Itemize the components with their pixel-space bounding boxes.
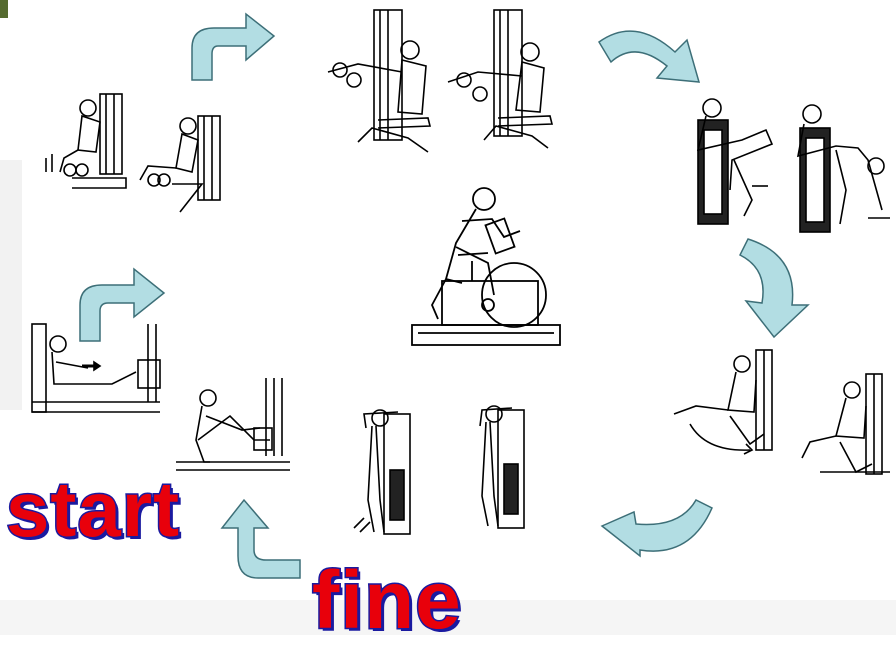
exercise-machine-illustration [344, 400, 534, 540]
stationary-bike-illustration [402, 183, 572, 353]
exercise-machine-illustration [170, 370, 298, 478]
curved-arrow-icon [738, 235, 818, 340]
curved-arrow-icon [218, 498, 303, 580]
curved-arrow-icon [188, 10, 278, 85]
curved-arrow-icon [600, 498, 715, 558]
corner-mark [0, 0, 8, 18]
fine-label: fine [312, 560, 462, 642]
background-strip [0, 160, 22, 410]
exercise-machine-illustration [318, 2, 566, 160]
start-label: start [6, 470, 180, 548]
exercise-machine-illustration [672, 90, 894, 240]
exercise-machine-illustration [660, 340, 896, 490]
exercise-machine-illustration [42, 88, 227, 213]
exercise-machine-illustration [28, 318, 168, 418]
curved-arrow-icon [595, 22, 705, 87]
